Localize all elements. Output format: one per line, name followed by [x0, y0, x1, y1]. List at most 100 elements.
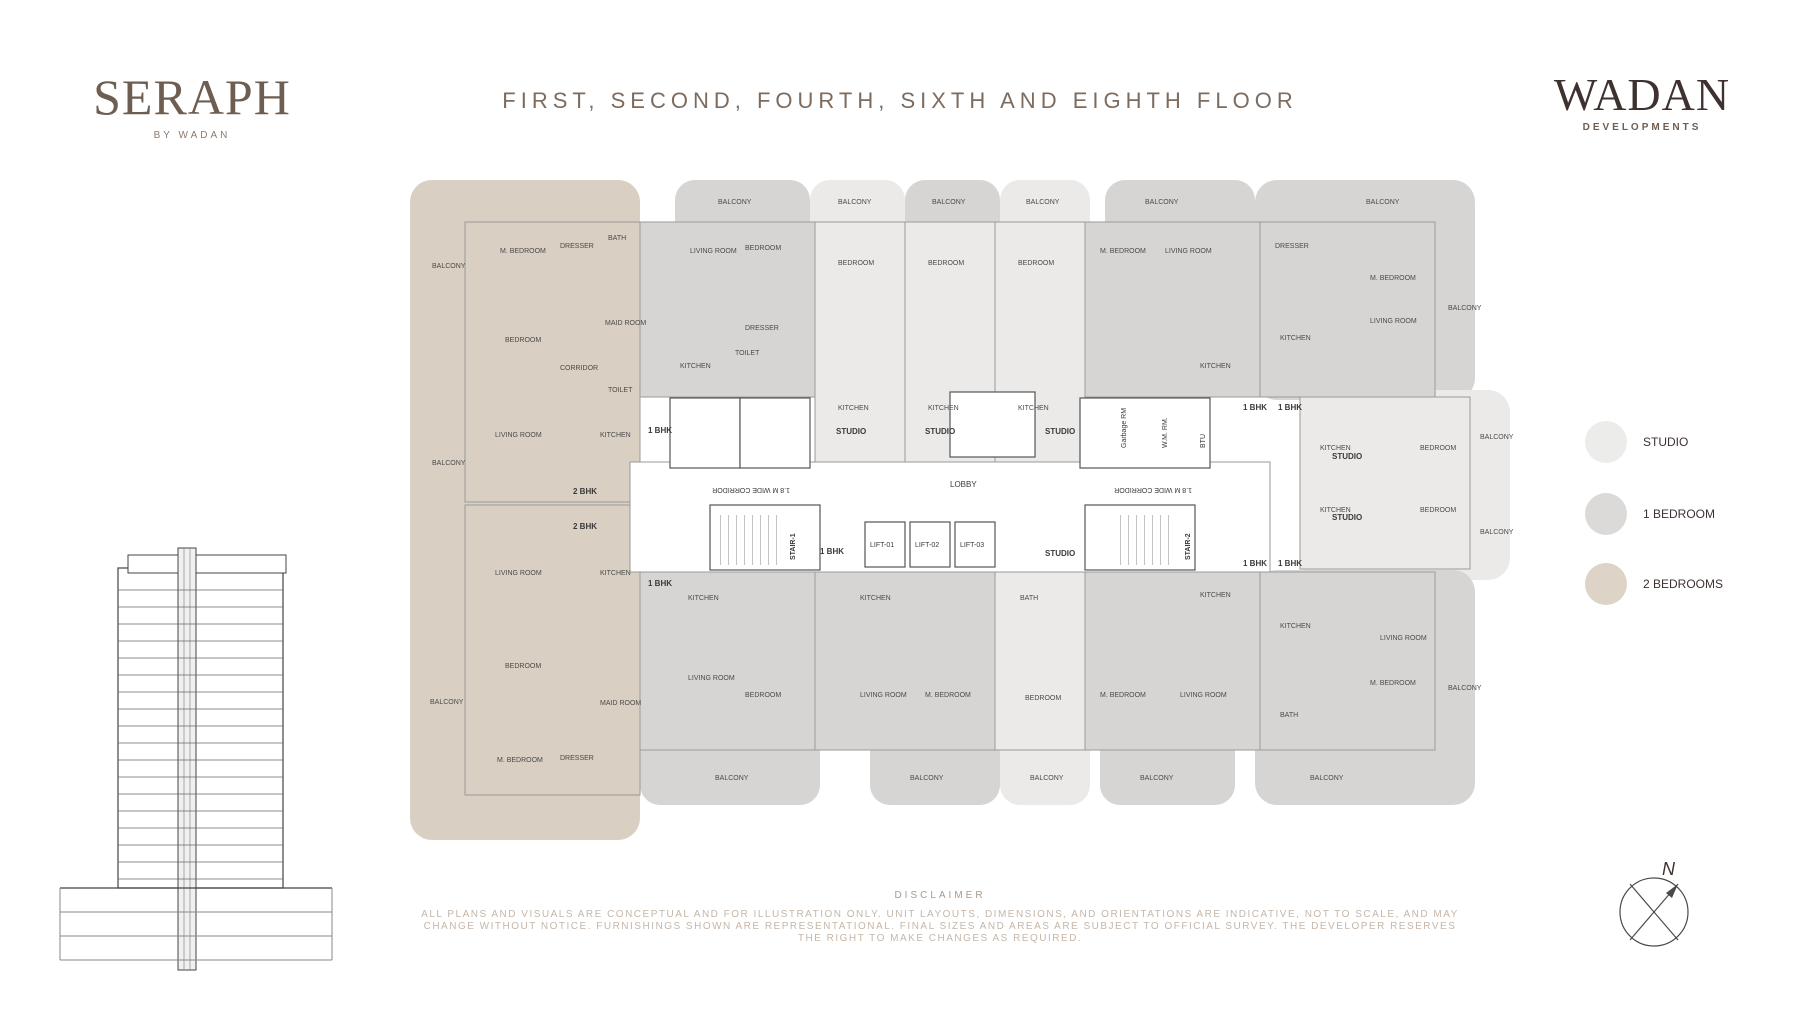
room-label: BEDROOM [1420, 445, 1456, 452]
balcony-label: BALCONY [432, 460, 466, 467]
unit-label: 1 BHK [648, 426, 672, 435]
room-label: BATH [608, 235, 626, 242]
room-label: LIVING ROOM [495, 432, 542, 439]
room-label: KITCHEN [1320, 445, 1351, 452]
project-logo: SERAPH BY WADAN [72, 72, 312, 141]
core-labels: LOBBY 1.8 M WIDE CORRIDOR 1.8 M WIDE COR… [712, 408, 1207, 560]
unit-label: 1 BHK [1243, 559, 1267, 568]
room-label: LIVING ROOM [495, 570, 542, 577]
room-labels: M. BEDROOM BEDROOM LIVING ROOM KITCHEN D… [495, 235, 1456, 764]
room-label: KITCHEN [1200, 363, 1231, 370]
room-label: KITCHEN [838, 405, 869, 412]
balcony-label: BALCONY [910, 775, 944, 782]
room-label: TOILET [608, 387, 633, 394]
room-label: KITCHEN [600, 570, 631, 577]
room-label: BATH [1280, 712, 1298, 719]
room-label: M. BEDROOM [1370, 275, 1416, 282]
room-label: BEDROOM [838, 260, 874, 267]
legend-item-1-bedroom: 1 BEDROOM [1585, 492, 1785, 536]
core [629, 391, 1271, 573]
legend-swatch [1585, 563, 1627, 605]
room-label: KITCHEN [928, 405, 959, 412]
balcony-label: BALCONY [1310, 775, 1344, 782]
room-label: BATH [1020, 595, 1038, 602]
lift-label: LIFT-03 [960, 542, 984, 549]
building-section [59, 547, 333, 971]
disclaimer-text: ALL PLANS AND VISUALS ARE CONCEPTUAL AND… [421, 909, 1459, 944]
legend-item-2-bedrooms: 2 BEDROOMS [1585, 562, 1785, 606]
stair-label: STAIR-1 [790, 533, 797, 560]
room-label: BEDROOM [505, 337, 541, 344]
room-label: LIVING ROOM [1380, 635, 1427, 642]
units [464, 221, 1471, 796]
unit-label: 1 BHK [1278, 403, 1302, 412]
room-label: KITCHEN [1200, 592, 1231, 599]
room-label: LIVING ROOM [1180, 692, 1227, 699]
room-label: BEDROOM [928, 260, 964, 267]
disclaimer-heading: DISCLAIMER [894, 890, 986, 901]
unit-label: STUDIO [1045, 549, 1075, 558]
room-label: LIVING ROOM [688, 675, 735, 682]
balcony-label: BALCONY [932, 199, 966, 206]
room-label: M. BEDROOM [1370, 680, 1416, 687]
room-label: BEDROOM [1018, 260, 1054, 267]
disclaimer: DISCLAIMER ALL PLANS AND VISUALS ARE CON… [410, 890, 1470, 945]
room-label: KITCHEN [600, 432, 631, 439]
north-arrow-icon: N [1619, 859, 1689, 947]
room-label: LIVING ROOM [690, 248, 737, 255]
balcony-label: BALCONY [1480, 529, 1514, 536]
room-label: DRESSER [560, 243, 594, 250]
stair-label: STAIR-2 [1185, 533, 1192, 560]
garbage-label: Garbage RM [1121, 408, 1128, 448]
room-label: BEDROOM [1420, 507, 1456, 514]
room-label: KITCHEN [680, 363, 711, 370]
developer-name: WADAN [1553, 69, 1731, 120]
room-label: BEDROOM [505, 663, 541, 670]
unit-label: STUDIO [925, 427, 955, 436]
room-label: LIVING ROOM [1165, 248, 1212, 255]
room-label: TOILET [735, 350, 760, 357]
room-label: KITCHEN [688, 595, 719, 602]
room-label: BEDROOM [745, 245, 781, 252]
lift-label: LIFT-01 [870, 542, 894, 549]
balcony-label: BALCONY [1140, 775, 1174, 782]
corridor-label: 1.8 M WIDE CORRIDOR [1114, 486, 1192, 493]
btu-label: BTU [1200, 434, 1207, 448]
balcony-label: BALCONY [1030, 775, 1064, 782]
room-label: KITCHEN [1280, 623, 1311, 630]
room-label: MAID ROOM [605, 320, 646, 327]
legend-swatch [1585, 421, 1627, 463]
balcony-label: BALCONY [1448, 685, 1482, 692]
section-floors [118, 589, 283, 880]
unit-label: 2 BHK [573, 487, 597, 496]
room-label: M. BEDROOM [500, 248, 546, 255]
unit-label: STUDIO [1045, 427, 1075, 436]
unit-label: 1 BHK [1278, 559, 1302, 568]
room-label: M. BEDROOM [1100, 248, 1146, 255]
developer-logo: WADAN DEVELOPMENTS [1542, 69, 1742, 134]
balcony-label: BALCONY [432, 263, 466, 270]
unit-label: STUDIO [1332, 452, 1362, 461]
unit-label: 2 BHK [573, 522, 597, 531]
room-label: LIVING ROOM [1370, 318, 1417, 325]
project-subtitle: BY WADAN [153, 130, 231, 141]
unit-labels: 1 BHK 2 BHK 2 BHK 1 BHK 1 BHK STUDIO STU… [573, 403, 1362, 588]
legend-label: 1 BEDROOM [1643, 507, 1716, 521]
balcony-label: BALCONY [1448, 305, 1482, 312]
lobby-label: LOBBY [950, 480, 977, 489]
balcony-label: BALCONY [1145, 199, 1179, 206]
unit-label: STUDIO [1332, 513, 1362, 522]
room-label: BEDROOM [745, 692, 781, 699]
project-name: SERAPH [93, 69, 291, 125]
unit-label: 1 BHK [820, 547, 844, 556]
room-label: DRESSER [745, 325, 779, 332]
room-label: M. BEDROOM [497, 757, 543, 764]
page-title: FIRST, SECOND, FOURTH, SIXTH AND EIGHTH … [502, 88, 1298, 113]
north-label: N [1662, 859, 1676, 879]
room-label: DRESSER [1275, 243, 1309, 250]
room-label: KITCHEN [1018, 405, 1049, 412]
room-label: DRESSER [560, 755, 594, 762]
lift-label: LIFT-02 [915, 542, 939, 549]
legend-label: 2 BEDROOMS [1643, 577, 1724, 591]
wm-label: W.M. RM. [1162, 417, 1169, 448]
